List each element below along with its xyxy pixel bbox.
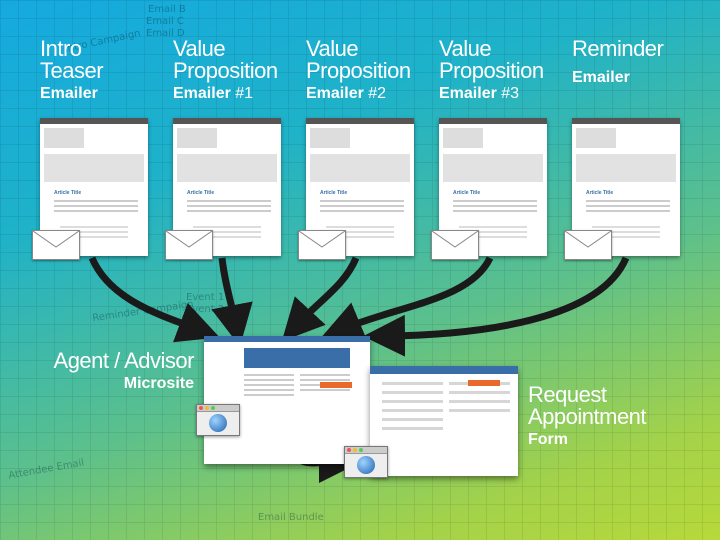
sketch-note: Email C <box>146 16 184 27</box>
form-label: Request Appointment Form <box>528 382 647 448</box>
arrow-vp2 <box>281 256 360 342</box>
microsite-label-bold: Microsite <box>123 375 194 392</box>
column-title-reminder: Reminder Emailer <box>572 38 702 86</box>
form-label-line: Request <box>528 382 607 407</box>
microsite-label-line: Agent / Advisor <box>53 348 195 373</box>
column-subtitle: Emailer <box>40 86 170 102</box>
sketch-note: Email B <box>148 4 186 15</box>
column-subtitle-text: Emailer <box>173 85 231 102</box>
arrow-vp3 <box>320 256 494 342</box>
column-title-line: Value <box>439 36 492 61</box>
email-article-title: Article Title <box>54 190 82 196</box>
column-title-line: Teaser <box>40 58 104 83</box>
column-title-line: Value <box>173 36 226 61</box>
column-subtitle-text: Emailer <box>572 69 630 86</box>
column-title-vp1: Value Proposition Emailer #1 <box>173 38 303 102</box>
column-title-vp3: Value Proposition Emailer #3 <box>439 38 569 102</box>
form-label-line: Appointment <box>528 404 647 429</box>
email-thumbnail-vp2: Article Title <box>306 118 414 256</box>
column-subtitle-text: Emailer <box>40 85 98 102</box>
envelope-icon <box>431 230 479 260</box>
column-title-line: Reminder <box>572 36 664 61</box>
envelope-icon <box>298 230 346 260</box>
browser-window-icon <box>344 446 388 478</box>
sketch-note: Event 1 <box>186 292 225 303</box>
form-label-bold: Form <box>528 431 568 448</box>
column-subtitle: Emailer #2 <box>306 86 436 102</box>
column-title-line: Intro <box>40 36 82 61</box>
column-title-intro: Intro Teaser Emailer <box>40 38 170 102</box>
column-number: #2 <box>363 85 387 102</box>
email-article-title: Article Title <box>453 190 481 196</box>
column-subtitle: Emailer <box>572 70 702 86</box>
column-title-line: Proposition <box>439 58 544 83</box>
envelope-icon <box>564 230 612 260</box>
form-thumbnail <box>370 366 518 476</box>
column-subtitle-text: Emailer <box>306 85 364 102</box>
envelope-icon <box>165 230 213 260</box>
column-subtitle: Emailer #3 <box>439 86 569 102</box>
column-title-line: Proposition <box>306 58 411 83</box>
column-title-line: Value <box>306 36 359 61</box>
column-number: #1 <box>230 85 254 102</box>
globe-icon <box>209 414 227 432</box>
email-article-title: Article Title <box>187 190 215 196</box>
column-title-vp2: Value Proposition Emailer #2 <box>306 38 436 102</box>
arrow-vp1 <box>211 257 253 347</box>
envelope-icon <box>32 230 80 260</box>
sketch-note: Email D <box>146 28 185 39</box>
microsite-label: Agent / Advisor Microsite <box>38 348 195 392</box>
sketch-note: Email Bundle <box>258 512 324 523</box>
email-article-title: Article Title <box>320 190 348 196</box>
column-subtitle: Emailer #1 <box>173 86 303 102</box>
column-number: #3 <box>496 85 520 102</box>
column-subtitle-text: Emailer <box>439 85 497 102</box>
column-title-line: Proposition <box>173 58 278 83</box>
globe-icon <box>357 456 375 474</box>
arrow-intro <box>88 256 220 343</box>
arrow-reminder <box>363 256 630 357</box>
email-article-title: Article Title <box>586 190 614 196</box>
browser-window-icon <box>196 404 240 436</box>
microsite-thumbnail <box>204 336 370 464</box>
